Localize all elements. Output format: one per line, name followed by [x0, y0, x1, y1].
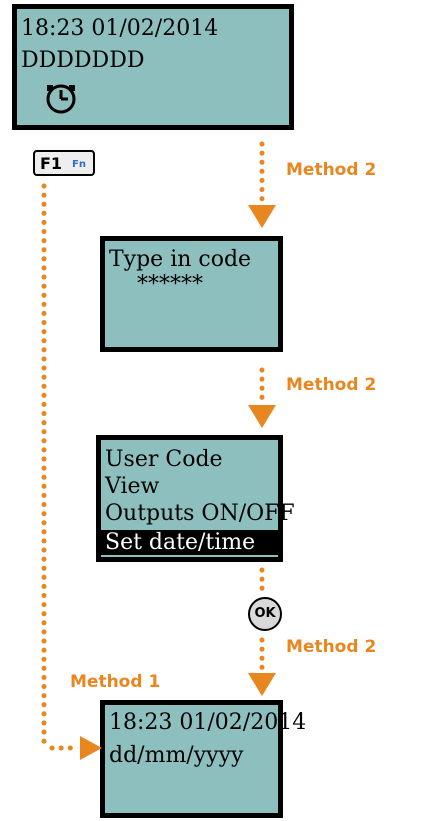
- datetime-format-line: dd/mm/yyyy: [109, 743, 244, 768]
- fn-key-label: Fn: [72, 159, 86, 170]
- method-2-label: Method 2: [286, 160, 377, 180]
- menu-item[interactable]: View: [105, 474, 160, 499]
- method-2-label: Method 2: [286, 375, 377, 395]
- lcd-screen-menu: User Code View Outputs ON/OFF Set date/t…: [96, 435, 295, 562]
- arrowhead-right: [80, 736, 102, 760]
- f1-fn-key[interactable]: F1 Fn: [33, 150, 95, 176]
- arrowhead-down: [248, 405, 276, 428]
- f1-key-label: F1: [40, 154, 63, 173]
- method-1-label: Method 1: [70, 672, 161, 692]
- lcd-screen-home: 18:23 01/02/2014 DDDDDDD: [12, 4, 294, 130]
- menu-item-selected[interactable]: Set date/time: [101, 530, 278, 555]
- menu-item[interactable]: Outputs ON/OFF: [105, 501, 295, 526]
- ok-button[interactable]: OK: [248, 597, 282, 631]
- arrowhead-down: [248, 205, 276, 228]
- home-status-line: DDDDDDD: [21, 48, 145, 73]
- lcd-screen-code: Type in code ******: [100, 236, 283, 352]
- code-prompt-line: Type in code: [109, 247, 252, 272]
- code-mask-line: ******: [109, 272, 203, 297]
- menu-item[interactable]: User Code: [105, 447, 223, 472]
- home-time-line: 18:23 01/02/2014: [21, 16, 219, 41]
- clock-icon: [46, 84, 76, 114]
- method-2-label: Method 2: [286, 637, 377, 657]
- arrowhead-down: [248, 673, 276, 696]
